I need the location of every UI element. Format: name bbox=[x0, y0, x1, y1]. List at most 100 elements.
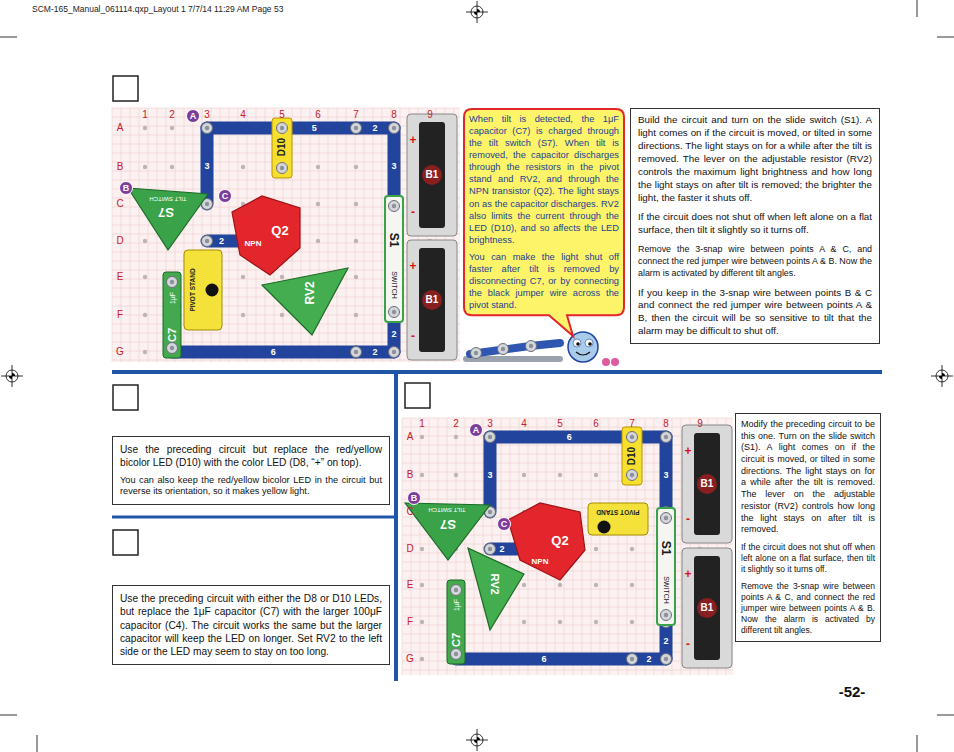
grid-peg bbox=[558, 473, 562, 477]
grid-number: 9 bbox=[697, 419, 703, 429]
snap bbox=[389, 347, 400, 358]
part-label: Q2 bbox=[551, 534, 568, 547]
part-label: + bbox=[409, 260, 416, 272]
part-label: 1μF bbox=[453, 599, 460, 611]
snap bbox=[351, 123, 362, 134]
paragraph: When tilt is detected, the 1μF capacitor… bbox=[469, 113, 619, 246]
wire-number: 3 bbox=[487, 470, 492, 479]
snap-center bbox=[205, 126, 209, 130]
snap-center bbox=[392, 204, 396, 208]
grid-peg bbox=[280, 126, 284, 130]
wire-number: 2 bbox=[391, 329, 396, 338]
point-marker-dot bbox=[408, 492, 421, 505]
pivot-ball bbox=[206, 284, 219, 297]
grid-letter: E bbox=[117, 272, 124, 282]
grid-number: 4 bbox=[521, 419, 527, 429]
text-box: Build the circuit and turn on the slide … bbox=[630, 108, 880, 344]
registration-mark bbox=[1, 365, 23, 387]
snap-center bbox=[488, 547, 492, 551]
grid-peg bbox=[522, 620, 526, 624]
base-grid bbox=[112, 108, 460, 362]
part-label: TILT SWITCH bbox=[428, 507, 465, 513]
snap bbox=[485, 544, 496, 555]
section-rule bbox=[112, 516, 394, 519]
registration-mark bbox=[466, 729, 488, 751]
snap-center bbox=[392, 350, 396, 354]
snap bbox=[526, 341, 537, 352]
paragraph: Use the preceding circuit but replace th… bbox=[120, 443, 382, 470]
part-label: B1 bbox=[701, 479, 714, 489]
grid-background bbox=[112, 108, 460, 362]
grid-peg bbox=[594, 547, 598, 551]
snap-wire bbox=[456, 653, 632, 666]
page-number: -52- bbox=[839, 684, 866, 699]
text-box: Use the preceding circuit with either th… bbox=[112, 585, 390, 665]
grid-peg bbox=[280, 275, 284, 279]
grid-peg bbox=[420, 435, 424, 439]
paragraph: Modify the preceding circuit to be this … bbox=[741, 419, 875, 536]
part-label: NPN bbox=[245, 240, 262, 248]
snap-center bbox=[392, 126, 396, 130]
grid-peg bbox=[316, 202, 320, 206]
grid-line bbox=[402, 418, 403, 675]
mascot-body bbox=[470, 343, 560, 354]
mascot-pupil bbox=[588, 342, 592, 346]
paragraph: Build the circuit and turn on the slide … bbox=[638, 114, 872, 204]
grid-peg bbox=[205, 202, 209, 206]
wire-number: 6 bbox=[271, 348, 276, 357]
capacitor-part bbox=[163, 272, 181, 358]
snap bbox=[451, 585, 462, 596]
grid-number: 1 bbox=[419, 419, 425, 429]
snap-center bbox=[630, 473, 634, 477]
snap bbox=[661, 654, 672, 665]
grid-peg bbox=[558, 583, 562, 587]
project-number-box bbox=[113, 385, 138, 410]
part-label: Q2 bbox=[271, 224, 288, 237]
tilt-switch-part bbox=[128, 188, 208, 250]
snap bbox=[661, 432, 672, 443]
grid-peg bbox=[488, 547, 492, 551]
part-label: B1 bbox=[426, 295, 439, 305]
grid-peg bbox=[354, 202, 358, 206]
project-number-box bbox=[113, 530, 138, 555]
snap-center bbox=[664, 657, 668, 661]
snap-center bbox=[630, 657, 634, 661]
grid-number: 3 bbox=[204, 110, 210, 120]
grid-peg bbox=[170, 126, 174, 130]
project-number-box bbox=[113, 76, 138, 101]
wire-number: 2 bbox=[499, 545, 504, 554]
crop-mark bbox=[0, 715, 17, 716]
grid-peg bbox=[420, 657, 424, 661]
grid-number: 2 bbox=[169, 110, 175, 120]
battery-cell bbox=[419, 248, 445, 352]
grid-line bbox=[609, 418, 610, 675]
grid-line bbox=[681, 418, 682, 675]
snap bbox=[661, 513, 672, 524]
point-marker: C bbox=[222, 192, 229, 201]
battery-holder bbox=[407, 114, 457, 236]
point-marker-dot bbox=[498, 518, 511, 531]
battery-badge bbox=[422, 165, 442, 185]
snap-center bbox=[280, 126, 284, 130]
battery-badge bbox=[697, 598, 717, 618]
point-marker: B bbox=[411, 494, 418, 503]
grid-peg bbox=[143, 350, 147, 354]
snap-center bbox=[488, 435, 492, 439]
part-label: SWITCH bbox=[391, 271, 398, 299]
snap-center bbox=[454, 652, 458, 656]
adjustable-resistor-part bbox=[468, 548, 524, 630]
point-marker: A bbox=[473, 426, 480, 435]
grid-line bbox=[654, 418, 655, 675]
snap-center bbox=[354, 126, 358, 130]
snap-center bbox=[170, 280, 174, 284]
grid-number: 1 bbox=[142, 110, 148, 120]
part-label: C7 bbox=[451, 633, 462, 647]
grid-line bbox=[420, 418, 421, 675]
grid-peg bbox=[454, 435, 458, 439]
grid-peg bbox=[420, 620, 424, 624]
grid-peg bbox=[664, 657, 668, 661]
part-label: S1 bbox=[388, 233, 400, 248]
snap bbox=[389, 347, 400, 358]
slide-switch-part bbox=[657, 508, 675, 625]
part-label: PIVOT STAND bbox=[596, 509, 639, 516]
